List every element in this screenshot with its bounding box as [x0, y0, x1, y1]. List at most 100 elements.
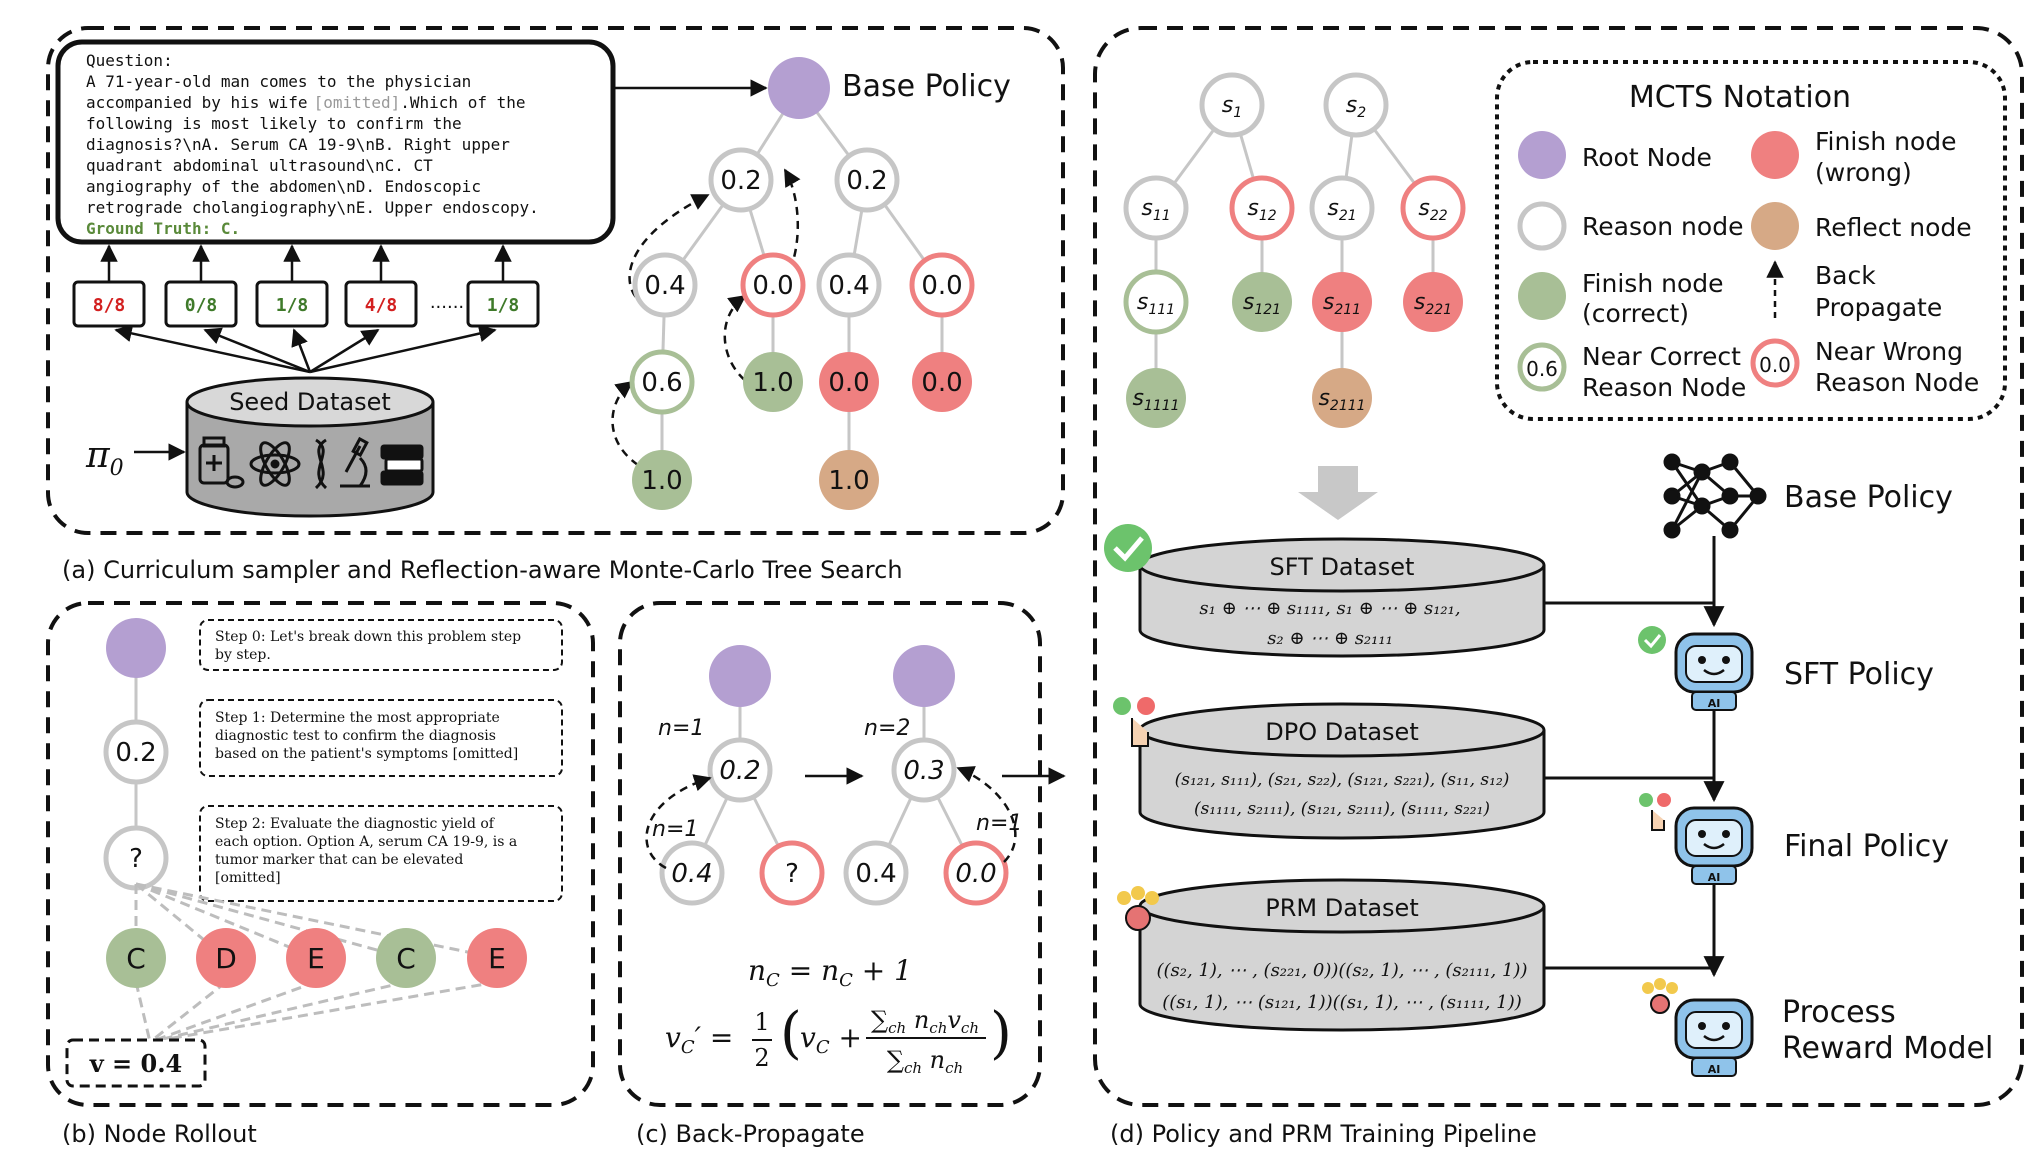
svg-text:0.4: 0.4 [855, 859, 896, 889]
panel-d-frame [1093, 26, 2024, 1107]
step-0-box [199, 619, 563, 671]
seed-dataset-label: Seed Dataset [229, 388, 391, 416]
reflect-node [1312, 368, 1372, 428]
reason-node [1323, 72, 1389, 138]
svg-text:0.4: 0.4 [828, 271, 869, 301]
question-box [55, 39, 616, 245]
svg-text:0.4: 0.4 [671, 859, 712, 889]
reward-icon [1642, 978, 1678, 1014]
caption-c: (c) Back-Propagate [636, 1120, 865, 1148]
atom-icon [249, 441, 301, 487]
svg-text:vC′ =: vC′ = [665, 1021, 733, 1058]
near-wrong-node [1229, 175, 1295, 241]
svg-text:DPO Dataset: DPO Dataset [1265, 718, 1418, 746]
dpo-dataset: DPO Dataset (s₁₂₁, s₁₁₁), (s₂₁, s₂₂), (s… [1138, 702, 1546, 840]
reason-node [707, 737, 773, 803]
svg-text:0.0: 0.0 [921, 271, 962, 301]
notation-box [1495, 60, 2007, 421]
svg-text:?: ? [785, 859, 799, 889]
down-arrow-icon [1298, 466, 1378, 520]
neural-network-icon [1663, 453, 1767, 539]
question-text: A 71-year-old man comes to the physician… [86, 72, 539, 217]
n-label: n=1 [652, 817, 698, 842]
rollout-wrong [196, 928, 256, 988]
svg-text:): ) [990, 1001, 1012, 1066]
check-icon [1638, 626, 1666, 654]
root-node [709, 645, 771, 707]
panel-c-frame [618, 601, 1042, 1107]
base-policy-label: Base Policy [842, 69, 1011, 104]
base-policy-label-d: Base Policy [1784, 480, 1953, 515]
svg-text:AI: AI [1708, 871, 1721, 884]
legend-reason-icon [1517, 201, 1567, 251]
legend-root-icon [1518, 131, 1566, 179]
svg-text:AI: AI [1708, 697, 1721, 710]
finish-correct-node [1232, 272, 1292, 332]
svg-text:0.0: 0.0 [828, 368, 869, 398]
seed-dataset: Seed Dataset [185, 376, 435, 518]
rollout-wrong [467, 928, 527, 988]
rollout-wrong [286, 928, 346, 988]
near-wrong-node [909, 252, 975, 318]
sft-policy-label: SFT Policy [1784, 657, 1934, 692]
books-icon [380, 444, 424, 486]
svg-text:((s₂, 1), ⋯ , (s₂₂₁, 0))((s₂,: ((s₂, 1), ⋯ , (s₂₂₁, 0))((s₂, 1), ⋯ , (s… [1157, 960, 1528, 981]
n-label: n=2 [864, 716, 910, 741]
panel-b-frame [46, 601, 595, 1107]
near-wrong-node [1400, 175, 1466, 241]
root-node [768, 57, 830, 119]
reason-node [1123, 175, 1189, 241]
step-2-box [199, 805, 563, 902]
svg-text:AI: AI [1708, 1063, 1721, 1076]
panel-a-frame [46, 26, 1065, 535]
near-wrong-node [740, 252, 806, 318]
reason-node [816, 252, 882, 318]
svg-text:∑ch nch: ∑ch nch [887, 1046, 963, 1077]
svg-text:0.6: 0.6 [1526, 357, 1558, 381]
finish-wrong-node [912, 352, 972, 412]
svg-text:0.0: 0.0 [921, 368, 962, 398]
reason-node [103, 719, 169, 785]
svg-text:0.3: 0.3 [903, 756, 944, 786]
ground-truth: Ground Truth: C. [86, 219, 240, 238]
svg-text:SFT Dataset: SFT Dataset [1270, 553, 1415, 581]
reason-node [1199, 72, 1265, 138]
caption-d: (d) Policy and PRM Training Pipeline [1110, 1120, 1537, 1148]
legend-reflect: Reflect node [1815, 213, 1972, 242]
reward-icon [1117, 886, 1159, 931]
score-boxes: 8/8 0/8 1/8 4/8 ...... 1/8 [72, 280, 540, 328]
near-correct-node [629, 349, 695, 415]
svg-text:1.0: 1.0 [828, 466, 869, 496]
svg-text:1.0: 1.0 [752, 368, 793, 398]
formula-count: nC = nC + 1 [748, 954, 912, 991]
medicine-icon [198, 436, 245, 489]
svg-text:D: D [215, 942, 237, 975]
reason-node [834, 147, 900, 213]
node-value: ? [129, 844, 143, 874]
svg-text:0.0: 0.0 [1759, 353, 1791, 377]
check-icon [1104, 524, 1152, 572]
reason-node [632, 252, 698, 318]
finish-correct-node [743, 352, 803, 412]
panel-c: 0.2 0.4 ? 0.3 0.4 0.0 n=1 n=1 n=2 n=1 nC… [618, 601, 1066, 1107]
svg-text:(s₁₁₁₁, s₂₁₁₁), (s₁₂₁, s₂₁₁₁),: (s₁₁₁₁, s₂₁₁₁), (s₁₂₁, s₂₁₁₁), (s₁₁₁₁, s… [1194, 799, 1490, 819]
reason-node [843, 840, 909, 906]
svg-text:0.6: 0.6 [641, 368, 682, 398]
svg-text:0.0: 0.0 [955, 859, 996, 889]
reason-node [659, 840, 725, 906]
rollout-correct [376, 928, 436, 988]
caption-b: (b) Node Rollout [62, 1120, 257, 1148]
svg-text:(s₁₂₁, s₁₁₁), (s₂₁, s₂₂), (s₁₂: (s₁₂₁, s₁₁₁), (s₂₁, s₂₂), (s₁₂₁, s₂₂₁), … [1175, 770, 1510, 790]
svg-text:0.4: 0.4 [644, 271, 685, 301]
rollout-nodes: C D E C E [106, 928, 527, 988]
node-value: 0.2 [115, 738, 156, 768]
pi0-label: π0 [85, 435, 124, 481]
svg-text:(: ( [780, 1001, 802, 1066]
legend-near-wrong-icon [1750, 338, 1800, 388]
score-value: 4/8 [365, 295, 398, 316]
preference-icon [1639, 793, 1671, 831]
svg-text:0.2: 0.2 [846, 166, 887, 196]
legend-reason: Reason node [1582, 212, 1743, 241]
